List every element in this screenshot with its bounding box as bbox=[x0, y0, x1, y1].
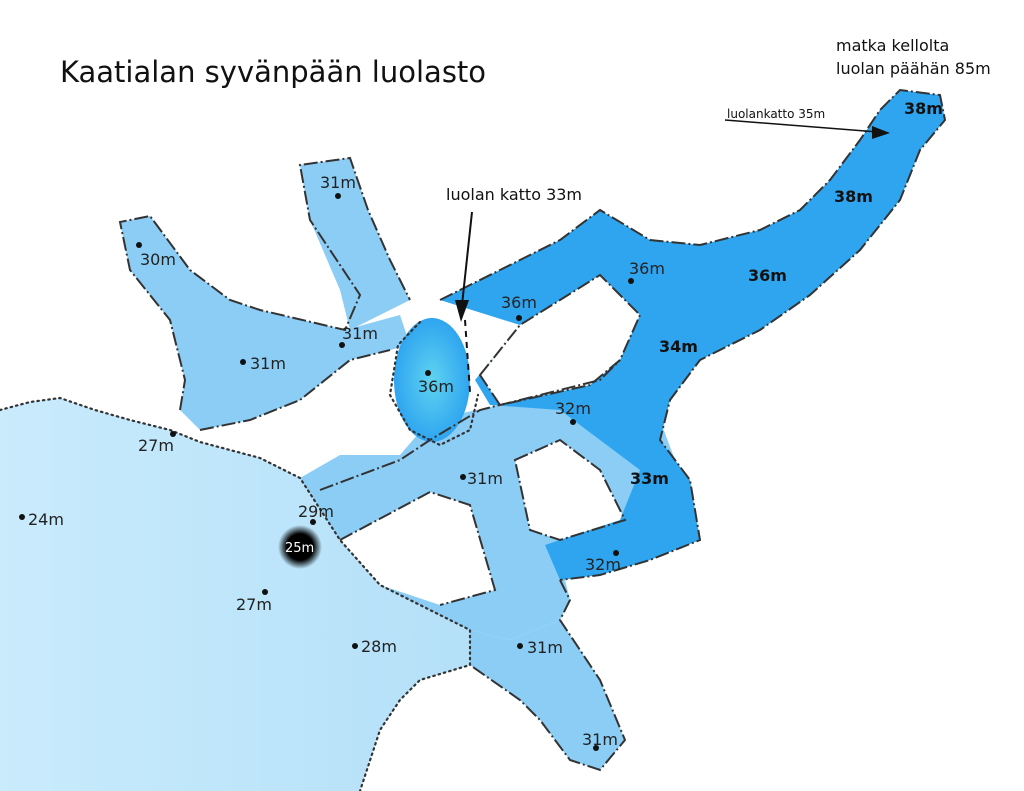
depth-label: 38m bbox=[834, 187, 873, 206]
depth-label: 36m bbox=[629, 259, 665, 278]
ceiling-line bbox=[464, 319, 471, 393]
depth-label: 30m bbox=[140, 250, 176, 269]
cave-outline-island-lower bbox=[339, 490, 497, 606]
open-water-edge bbox=[0, 396, 472, 791]
depth-label: 31m bbox=[342, 324, 378, 343]
distance-note-line2: luolan päähän 85m bbox=[836, 59, 991, 78]
roof-arrowhead bbox=[872, 126, 890, 139]
ceiling-arrow bbox=[461, 211, 473, 306]
island-upper bbox=[480, 275, 640, 405]
depth-label: 36m bbox=[748, 266, 787, 285]
depth-label: 28m bbox=[361, 637, 397, 656]
depth-label: 33m bbox=[630, 469, 669, 488]
island-lower bbox=[340, 492, 495, 605]
depth-label: 36m bbox=[501, 293, 537, 312]
depth-label: 34m bbox=[659, 337, 698, 356]
depth-label: 29m bbox=[298, 502, 334, 521]
cave-outline-island-middle bbox=[513, 438, 627, 542]
depth-label: 36m bbox=[418, 377, 454, 396]
deep-passages bbox=[440, 90, 945, 580]
pool-36m bbox=[394, 318, 470, 442]
depth-label: 32m bbox=[555, 399, 591, 418]
pool-rim bbox=[388, 320, 480, 447]
open-water bbox=[0, 398, 470, 791]
depth-label: 24m bbox=[28, 510, 64, 529]
cave-outline-lower bbox=[319, 359, 621, 491]
depth-label: 27m bbox=[236, 595, 272, 614]
cave-outline-mid bbox=[199, 349, 391, 431]
cave-outline-upper bbox=[439, 88, 947, 581]
entrance-hole bbox=[278, 525, 322, 569]
depth-label: 31m bbox=[582, 730, 618, 749]
distance-note-line1: matka kellolta bbox=[836, 36, 949, 55]
depth-label: 31m bbox=[467, 469, 503, 488]
depth-label: 32m bbox=[585, 555, 621, 574]
depth-dots bbox=[19, 193, 634, 751]
depth-label: 38m bbox=[904, 99, 943, 118]
island-middle bbox=[515, 440, 625, 540]
depth-label: 25m bbox=[285, 541, 314, 556]
cave-outline-island-upper bbox=[478, 273, 642, 407]
ceiling-note: luolan katto 33m bbox=[446, 185, 582, 204]
depth-label: 31m bbox=[527, 638, 563, 657]
depth-label: 31m bbox=[250, 354, 286, 373]
roof-arrow bbox=[724, 119, 879, 133]
roof-note: luolankatto 35m bbox=[727, 107, 825, 121]
depth-label: 27m bbox=[138, 436, 174, 455]
map-title: Kaatialan syvänpään luolasto bbox=[60, 55, 486, 89]
depth-label: 31m bbox=[320, 173, 356, 192]
ceiling-arrowhead bbox=[455, 300, 469, 322]
cave-outline-bottom bbox=[469, 579, 627, 772]
cave-outline-left bbox=[118, 156, 411, 411]
